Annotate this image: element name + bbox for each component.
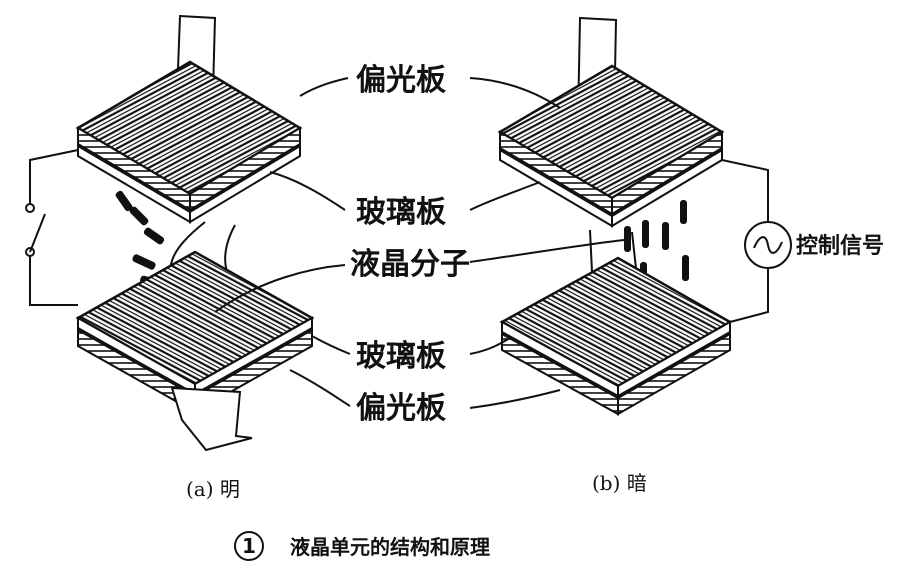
glass-a-top	[77, 144, 301, 224]
caption-text: 液晶单元的结构和原理	[290, 535, 490, 559]
subcaption-a: (a) 明	[186, 477, 240, 501]
caption-number: 1	[242, 534, 256, 558]
leader-lines	[214, 77, 625, 409]
control-circuit-b	[721, 159, 792, 323]
glass-a-bottom	[75, 250, 315, 396]
glass-b-bottom	[499, 256, 733, 398]
light-sheet-a-bottom	[170, 386, 253, 452]
subcaption-b: (b) 暗	[592, 471, 647, 495]
label-liquid-crystal: 液晶分子	[350, 247, 470, 282]
cell-a-bright	[25, 14, 315, 452]
figure-caption: 1 液晶单元的结构和原理	[234, 531, 490, 561]
label-control-signal: 控制信号	[796, 233, 884, 259]
caption-number-circle	[234, 531, 264, 561]
label-glass-top: 玻璃板	[356, 195, 446, 230]
polarizer-b-bottom	[501, 332, 731, 416]
polarizer-b-top	[497, 64, 725, 216]
label-glass-bottom: 玻璃板	[356, 339, 446, 374]
label-polarizer-top: 偏光板	[356, 63, 446, 98]
cell-b-dark	[497, 16, 792, 416]
label-polarizer-bottom: 偏光板	[356, 391, 446, 426]
polarizer-a-top	[75, 60, 303, 212]
switch-circuit-a	[25, 149, 79, 306]
